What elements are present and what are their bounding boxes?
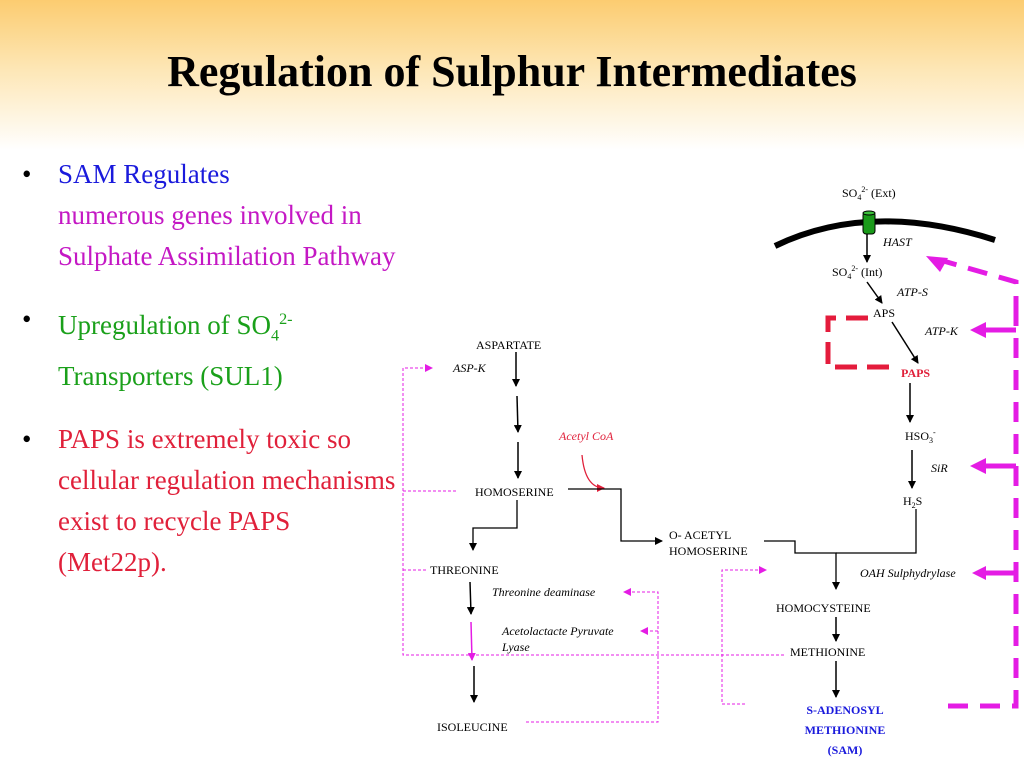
bullet-dot: •	[22, 424, 32, 455]
paps-recycle-loop	[825, 315, 893, 370]
arrow-aspartate-2	[513, 395, 522, 433]
oah-feedback-arrowhead	[972, 566, 986, 580]
arrow-acetolactate	[467, 621, 476, 661]
line-h2s-join	[836, 509, 917, 554]
acetyl-coa-arrow	[581, 454, 605, 492]
bullet-list: • SAM Regulates numerous genes involved …	[22, 154, 402, 605]
atp-s-label: ATP-S	[896, 285, 928, 299]
arrow-homoserine-threonine	[469, 500, 518, 551]
sam-label-1: S-ADENOSYL	[806, 703, 883, 717]
methionine-label: METHIONINE	[790, 645, 865, 659]
isoleucine-label: ISOLEUCINE	[437, 720, 508, 734]
atp-k-label: ATP-K	[924, 324, 959, 338]
sam-label-3: (SAM)	[828, 743, 863, 757]
homocysteine-label: HOMOCYSTEINE	[776, 601, 871, 615]
threonine-deaminase-label: Threonine deaminase	[492, 585, 596, 599]
o-acetyl-label-1: O- ACETYL	[669, 528, 731, 542]
hast-label: HAST	[882, 235, 913, 249]
header-gradient	[0, 0, 1024, 150]
transporter-top	[862, 210, 876, 216]
aps-label: APS	[873, 306, 895, 320]
arrow-atp-s	[866, 281, 883, 304]
homoserine-label: HOMOSERINE	[475, 485, 554, 499]
bullet-upregulation: • Upregulation of SO42- Transporters (SU…	[22, 299, 402, 397]
arrow-to-o-acetyl	[568, 488, 663, 545]
bullet-dot: •	[22, 304, 32, 334]
oah-label: OAH Sulphydrylase	[860, 566, 956, 580]
arrow-atp-k	[891, 321, 919, 364]
slide-title: Regulation of Sulphur Intermediates	[167, 47, 857, 96]
asp-k-label: ASP-K	[452, 361, 487, 375]
sam-feedback-loop	[939, 257, 1019, 709]
bullet-2-sup: 2-	[279, 310, 293, 328]
paps-label: PAPS	[901, 366, 930, 380]
so4-int-label: SO42- (Int)	[832, 264, 882, 281]
bullet-paps-toxic: • PAPS is extremely toxic so cellular re…	[22, 419, 402, 583]
thin-feedback-lines	[402, 364, 784, 723]
sir-feedback-arrowhead	[970, 458, 986, 474]
cell-membrane	[773, 218, 996, 249]
acetolactate-label-1: Acetolactacte Pyruvate	[501, 624, 614, 638]
bullet-dot: •	[22, 159, 32, 189]
sir-label: SiR	[931, 461, 948, 475]
sam-label-2: METHIONINE	[805, 723, 886, 737]
bullet-2-pre: Upregulation of SO	[58, 310, 271, 340]
acetyl-coa-label: Acetyl CoA	[558, 429, 614, 443]
acetolactate-label-2: Lyase	[501, 640, 530, 654]
hast-feedback-arrowhead	[926, 256, 948, 272]
so4-ext-label: SO42- (Ext)	[842, 185, 896, 202]
aspartate-label: ASPARTATE	[476, 338, 541, 352]
threonine-label: THREONINE	[430, 563, 499, 577]
arrow-o-acetyl-homocysteine	[764, 540, 840, 590]
hso3-label: HSO3-	[905, 428, 936, 445]
bullet-2-post: Transporters (SUL1)	[58, 361, 283, 392]
h2s-label: H2S	[903, 494, 922, 510]
bullet-sam-regulates: • SAM Regulates numerous genes involved …	[22, 154, 402, 277]
bullet-1-body: numerous genes involved in Sulphate Assi…	[58, 200, 396, 271]
o-acetyl-label-2: HOMOSERINE	[669, 544, 748, 558]
bullet-3-text: PAPS is extremely toxic so cellular regu…	[58, 424, 396, 578]
bullet-1-head: SAM Regulates	[58, 159, 230, 189]
bullet-2-sub: 4	[270, 326, 280, 345]
arrow-threonine-deaminase	[466, 581, 475, 615]
atp-k-feedback-arrowhead	[970, 322, 986, 338]
